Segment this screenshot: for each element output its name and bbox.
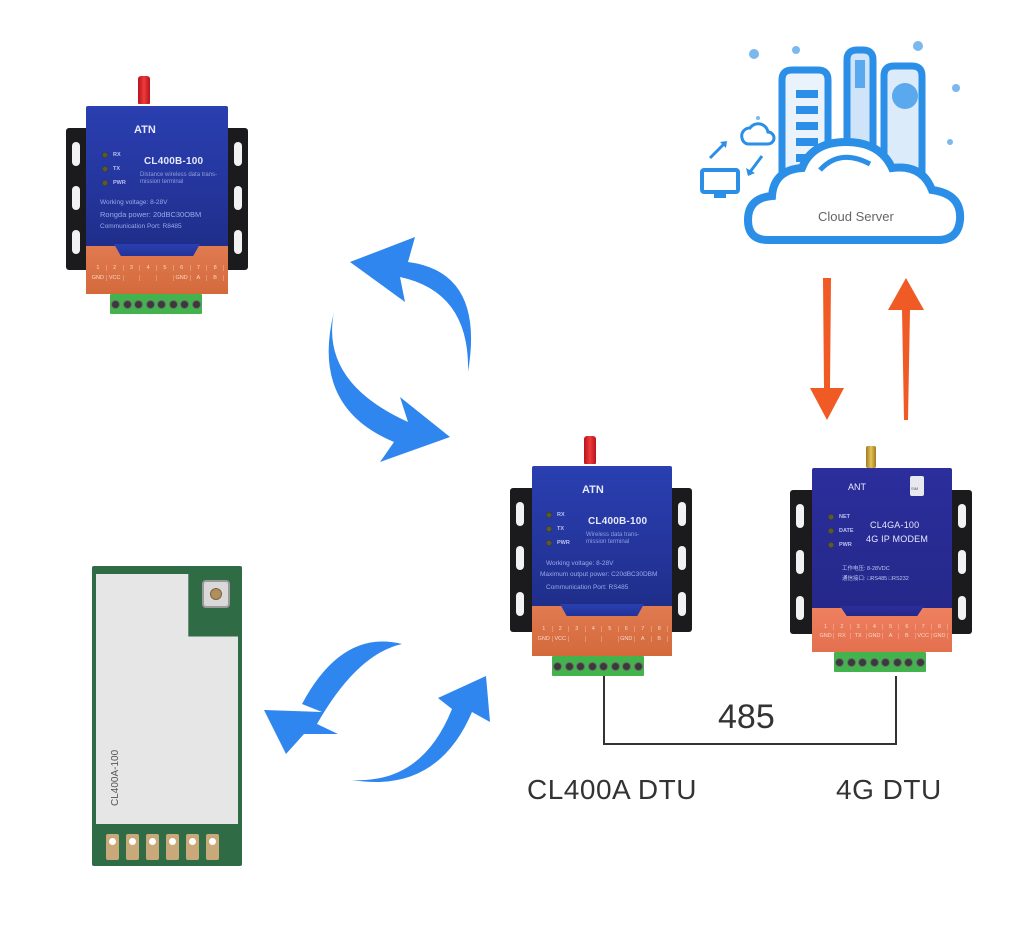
sim-slot-icon: SIM xyxy=(910,476,924,496)
device-body xyxy=(812,468,952,608)
sync-arrow-down-icon xyxy=(328,312,450,462)
device-body xyxy=(532,466,672,606)
sync-arrow-right-icon xyxy=(352,676,490,783)
led-pwr: PWR xyxy=(102,180,126,186)
cl400a-dtu-caption: CL400A DTU xyxy=(527,774,697,805)
wireless-sync-arrows-bottom xyxy=(264,641,490,783)
subtitle-label: Wireless data trans- mission terminal xyxy=(586,532,640,545)
device-body xyxy=(86,106,228,246)
led-rx: RX xyxy=(546,512,565,518)
local-dtu-device: ATN RX TX PWR CL400B-100 Wireless data t… xyxy=(506,436,696,678)
sync-arrow-left-icon xyxy=(264,641,402,754)
led-pwr: PWR xyxy=(546,540,570,546)
terminal-block xyxy=(834,652,926,672)
spec-power: Rongda power: 20dBC30OBM xyxy=(100,210,202,219)
spec-port: Communication Port: R8485 xyxy=(100,223,182,230)
subtitle-label: Distance wireless data trans- mission te… xyxy=(140,172,218,185)
led-date: DATE xyxy=(828,528,854,534)
led-net: NET xyxy=(828,514,850,520)
cloud-server-label: Cloud Server xyxy=(818,209,894,224)
wireless-sync-arrows-top xyxy=(328,237,472,462)
led-tx: TX xyxy=(546,526,564,532)
uplink-arrow-icon xyxy=(888,278,924,420)
antenna-icon xyxy=(584,436,596,464)
rs485-bus-label: 485 xyxy=(718,698,775,736)
model-sub-label: 4G IP MODEM xyxy=(866,534,929,544)
model-label: CL400B-100 xyxy=(144,156,204,167)
brand-label: ATN xyxy=(134,124,156,136)
rs485-wire xyxy=(603,676,897,745)
4g-dtu-caption: 4G DTU xyxy=(836,774,942,805)
terminal-block xyxy=(110,294,202,314)
cloud-server-icon xyxy=(700,41,965,244)
led-rx: RX xyxy=(102,152,121,158)
spec-port: 通信接口: □RS485 □RS232 xyxy=(842,576,909,582)
cl400a-module: CL400A-100 xyxy=(92,566,242,866)
sync-arrow-up-icon xyxy=(350,237,472,372)
spec-voltage: 工作电压: 8-28VDC xyxy=(842,566,890,572)
spec-power: Maximum output power: C20dBC30DBM xyxy=(540,571,658,578)
downlink-arrow-icon xyxy=(810,278,844,420)
remote-dtu-device: ATN RX TX PWR CL400B-100 Distance wirele… xyxy=(64,76,250,316)
model-label: CL400B-100 xyxy=(588,516,648,527)
led-tx: TX xyxy=(102,166,120,172)
led-pwr: PWR xyxy=(828,542,852,548)
antenna-icon xyxy=(138,76,150,104)
ant-label: ANT xyxy=(848,482,866,492)
modem-4g-device: ANT SIM NET DATE PWR CL4GA-100 4G IP MOD… xyxy=(788,446,974,674)
antenna-icon xyxy=(866,446,876,468)
spec-voltage: Working voltage: 8-28V xyxy=(546,560,614,567)
cloud-server-illustration: Cloud Server xyxy=(690,30,980,260)
terminal-block xyxy=(552,656,644,676)
spec-port: Communication Port: RS485 xyxy=(546,584,629,591)
module-label: CL400A-100 xyxy=(110,749,121,806)
brand-label: ATN xyxy=(582,484,604,496)
model-label: CL4GA-100 xyxy=(870,520,920,530)
spec-voltage: Working voltage: 8-28V xyxy=(100,199,168,206)
ufl-connector-icon xyxy=(202,580,230,608)
cloud-data-link xyxy=(810,278,924,420)
